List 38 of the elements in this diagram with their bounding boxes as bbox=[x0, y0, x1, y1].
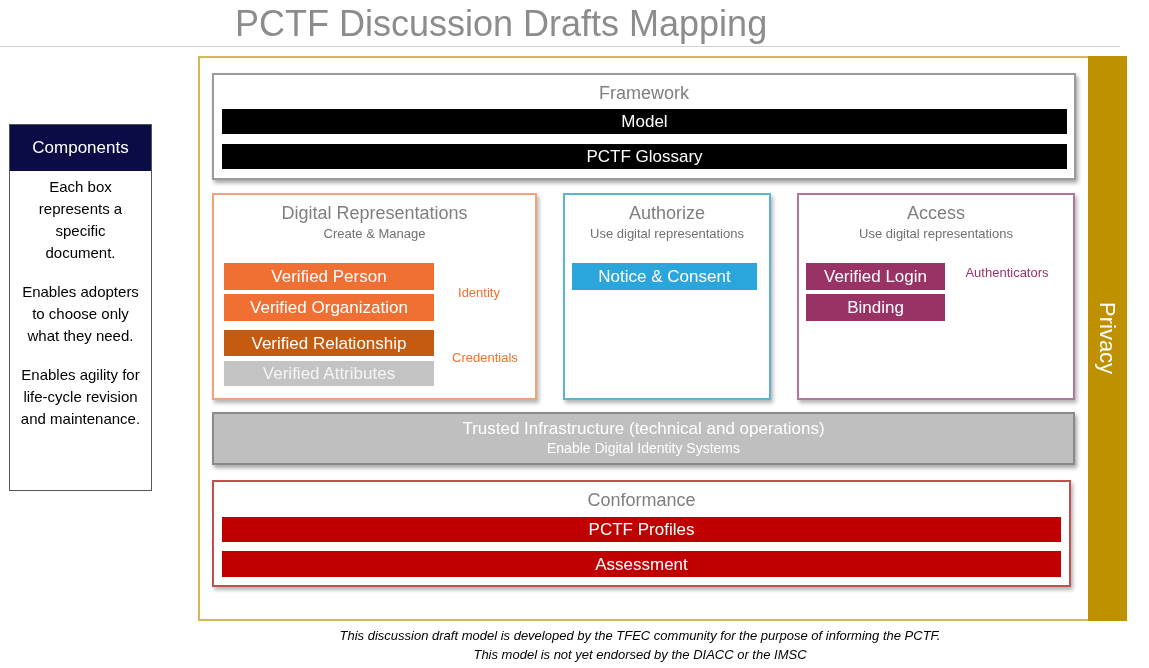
component-bar: Binding bbox=[806, 294, 945, 321]
band-title: Trusted Infrastructure (technical and operations) bbox=[462, 419, 825, 439]
component-bar: Model bbox=[222, 109, 1067, 134]
group-label: Authenticators bbox=[964, 264, 1050, 282]
group-title: Digital Representations bbox=[281, 202, 468, 224]
component-bar: Verified Person bbox=[224, 263, 434, 290]
component-bar: Notice & Consent bbox=[572, 263, 757, 290]
group-title: Framework bbox=[599, 82, 689, 104]
component-bar: Verified Organization bbox=[224, 294, 434, 321]
footnote: This model is not yet endorsed by the DIACC or the IMSC bbox=[472, 646, 808, 664]
group-subtitle: Use digital representations bbox=[590, 225, 744, 243]
group-title: Conformance bbox=[587, 489, 696, 511]
component-bar: Verified Login bbox=[806, 263, 945, 290]
group-box bbox=[212, 73, 1076, 180]
group-label: Credentials bbox=[451, 349, 519, 367]
component-bar: Verified Relationship bbox=[224, 330, 434, 356]
group-title: Authorize bbox=[628, 202, 705, 224]
group-subtitle: Create & Manage bbox=[323, 225, 426, 243]
infrastructure-band bbox=[212, 412, 1075, 465]
group-box bbox=[212, 193, 537, 400]
group-label: Identity bbox=[457, 284, 501, 302]
description-text: Enables agility for life-cycle revision and maintenance. bbox=[19, 365, 142, 429]
privacy-bar: Privacy bbox=[1088, 56, 1127, 621]
group-box bbox=[212, 480, 1071, 587]
component-bar: PCTF Profiles bbox=[222, 517, 1061, 542]
card-heading: Components bbox=[32, 137, 129, 160]
page-title: PCTF Discussion Drafts Mapping bbox=[235, 2, 768, 46]
group-subtitle: Use digital representations bbox=[859, 225, 1013, 243]
band-subtitle: Enable Digital Identity Systems bbox=[547, 439, 740, 457]
description-text: Each box represents a specific document. bbox=[37, 177, 124, 263]
group-box bbox=[797, 193, 1075, 400]
info-card bbox=[9, 124, 152, 491]
group-title: Access bbox=[907, 202, 965, 224]
footnote: This discussion draft model is developed by the TFEC community for the purpose of informing the PCTF. bbox=[338, 627, 942, 645]
component-bar: Assessment bbox=[222, 551, 1061, 577]
description-text: Enables adopters to choose only what they need. bbox=[21, 282, 140, 346]
component-bar: PCTF Glossary bbox=[222, 144, 1067, 169]
group-box bbox=[563, 193, 771, 400]
